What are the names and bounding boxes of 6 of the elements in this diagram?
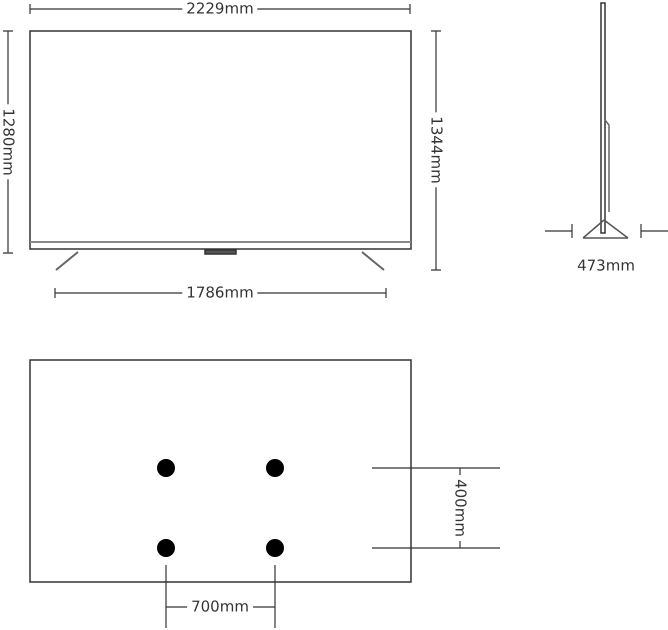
dimension-label: 1344mm [428,112,444,188]
dimension-label: 2229mm [182,2,258,16]
dimension-label: 1786mm [182,286,258,300]
dimension-label: 1280mm [0,104,16,180]
dimension-label: 700mm [187,600,253,614]
dimension-label: 400mm [452,475,468,541]
